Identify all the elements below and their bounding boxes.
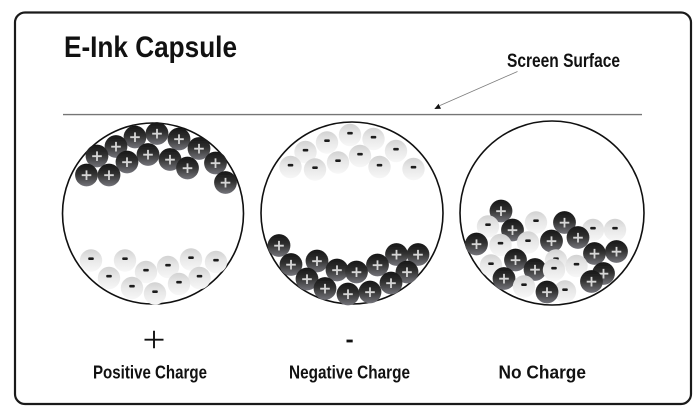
svg-text:Negative Charge: Negative Charge [289,362,410,383]
svg-text:E-Ink Capsule: E-Ink Capsule [64,31,237,64]
svg-text:No Charge: No Charge [499,362,587,383]
svg-text:Positive Charge: Positive Charge [93,362,207,383]
svg-text:Screen Surface: Screen Surface [507,51,620,72]
